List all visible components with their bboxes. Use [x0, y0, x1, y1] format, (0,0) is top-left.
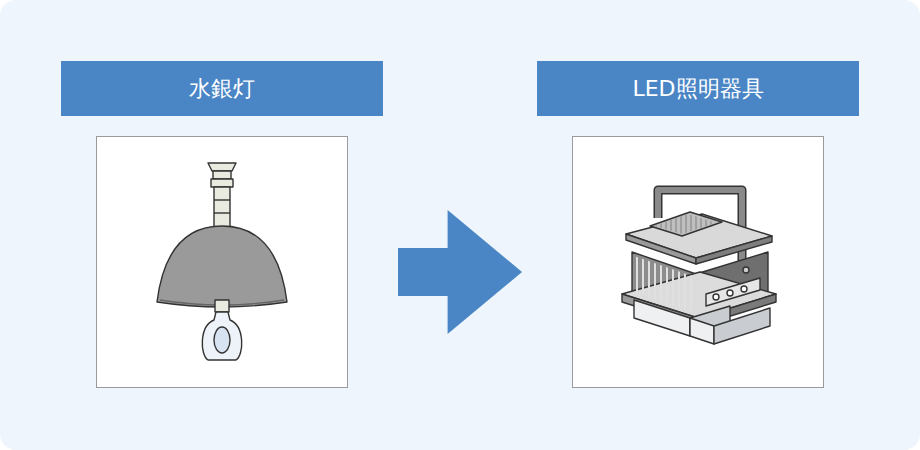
header-band: LED照明器具	[537, 61, 859, 116]
header-band: 水銀灯	[61, 61, 383, 116]
block-arrow	[398, 210, 522, 334]
led-fixture	[622, 190, 776, 344]
picture-frame	[573, 137, 824, 388]
picture-frame	[97, 137, 348, 388]
header-text: LED照明器具	[632, 74, 763, 104]
heat-sink-fins	[634, 256, 692, 312]
mercury-lamp	[157, 163, 287, 360]
header-text: 水銀灯	[189, 74, 255, 104]
driver-vents	[654, 214, 716, 234]
